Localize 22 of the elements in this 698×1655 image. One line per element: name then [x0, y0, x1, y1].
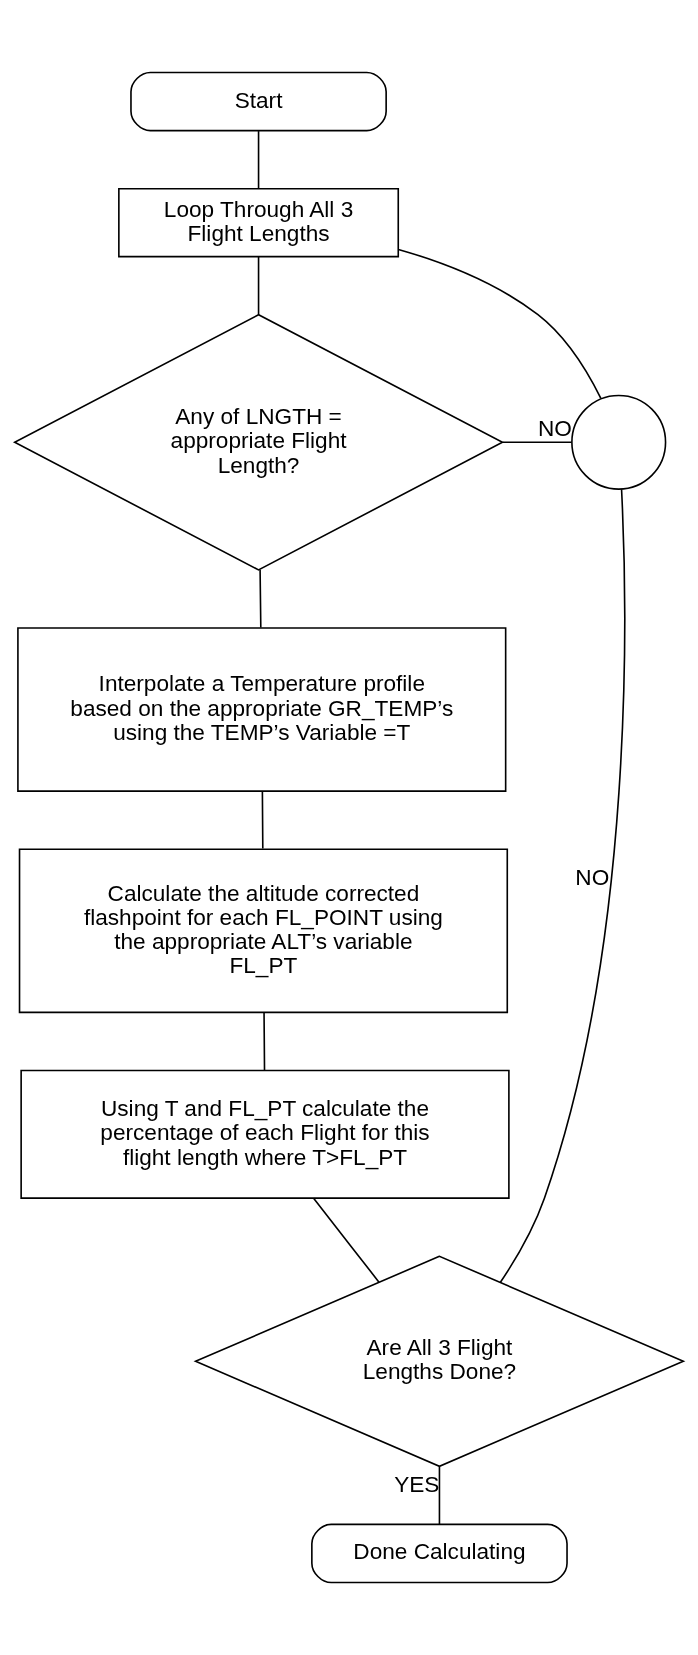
node-diamond: Are All 3 Flight Lengths Done?: [193, 1255, 686, 1468]
edge-label: NO: [575, 865, 610, 891]
connector: [312, 1197, 380, 1283]
node-box: Calculate the altitude corrected flashpoint for each FL_POINT using the appropriate ALT’s variable FL_PT: [18, 848, 509, 1014]
node-box: Interpolate a Temperature profile based on the appropriate GR_TEMP’s using the TEMP’s Variable =T: [17, 627, 507, 792]
connector: [263, 1011, 266, 1072]
connector: [397, 248, 602, 400]
connector: [499, 488, 626, 1284]
connector: [438, 1465, 441, 1526]
connector: [501, 441, 573, 444]
node-box: Loop Through All 3 Flight Lengths: [118, 187, 400, 258]
connector: [261, 790, 264, 850]
connector: [257, 255, 260, 316]
connector: [257, 130, 260, 190]
node-box: Using T and FL_PT calculate the percentage of each Flight for this flight length where T>FL_PT: [20, 1069, 510, 1199]
edge-label: NO: [537, 416, 572, 442]
node-box: Start: [130, 71, 387, 132]
node-box: Done Calculating: [311, 1523, 568, 1584]
edge-label: YES: [394, 1471, 440, 1497]
node-diamond: Any of LNGTH = appropriate Flight Length?: [12, 313, 505, 571]
node-circle: [571, 394, 667, 490]
connector: [259, 568, 262, 629]
